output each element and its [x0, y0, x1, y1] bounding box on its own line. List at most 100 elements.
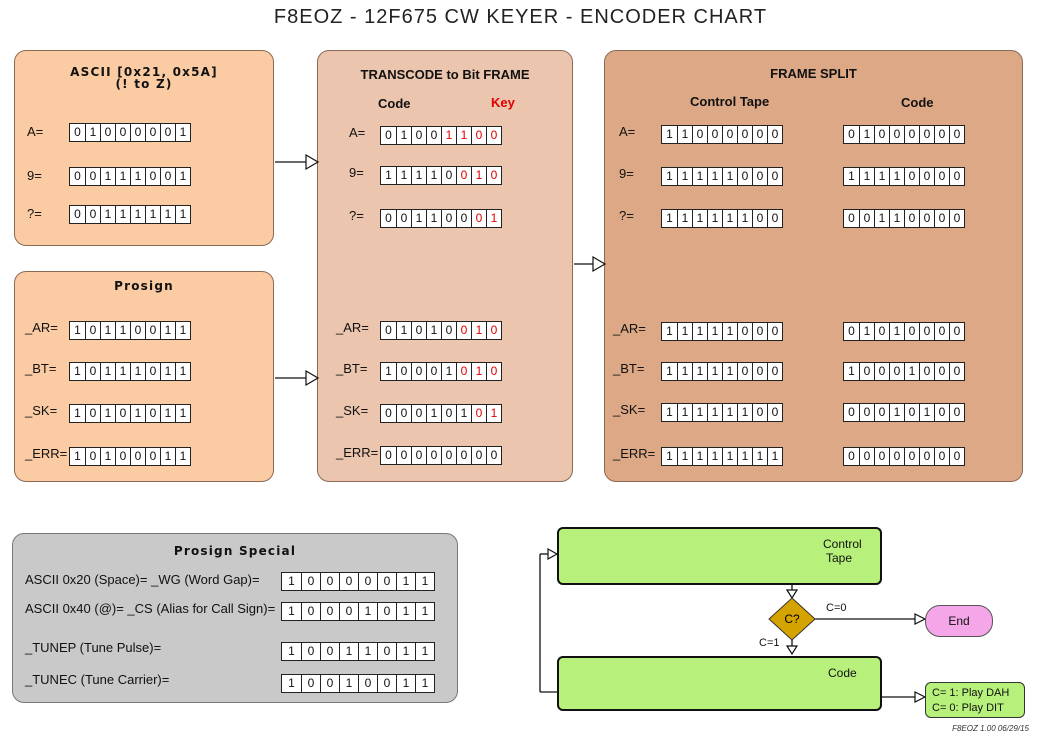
- bit-cell: 0: [722, 126, 737, 143]
- bit-cell: 0: [85, 206, 100, 223]
- bit-cell: 0: [848, 324, 855, 338]
- bit-cell: 0: [301, 573, 320, 590]
- arrow-transcode-to-split: [592, 255, 607, 273]
- bit-cell: 0: [904, 323, 919, 340]
- special-row-label: ASCII 0x20 (Space)= _WG (Word Gap)=: [25, 572, 260, 587]
- bit-cell: 1: [722, 448, 737, 465]
- bit-cell: 0: [320, 643, 339, 660]
- bit-cell: 0: [426, 447, 441, 464]
- bit-cell: 0: [456, 322, 471, 339]
- bit-cell: 1: [115, 322, 130, 339]
- bit-cell: 0: [385, 406, 392, 420]
- bit-cell: 0: [385, 128, 392, 142]
- bit-cell: 0: [74, 169, 81, 183]
- split-row-label: ?=: [619, 208, 634, 223]
- bit-cell: 0: [859, 363, 874, 380]
- bit-cell: 0: [471, 405, 486, 422]
- bit-cell: 0: [486, 322, 501, 339]
- bit-cell: 0: [471, 447, 486, 464]
- bit-cell: 1: [666, 211, 673, 225]
- bit-cell: 0: [874, 448, 889, 465]
- bit-cell: 0: [486, 447, 501, 464]
- transcode-code-header: Code: [378, 96, 411, 111]
- prosign-special-panel-title: Prosign Special: [173, 544, 297, 558]
- bit-cell: 1: [859, 168, 874, 185]
- bit-cell: 0: [767, 210, 782, 227]
- bit-cell: 1: [130, 363, 145, 380]
- special-row-label: _TUNEC (Tune Carrier)=: [25, 672, 170, 687]
- bit-cell: 0: [692, 126, 707, 143]
- bit-cell: 0: [949, 168, 964, 185]
- bit-cell: 1: [677, 168, 692, 185]
- bit-cell: 0: [919, 168, 934, 185]
- bit-cell: 1: [677, 363, 692, 380]
- bit-cell: 0: [456, 210, 471, 227]
- bit-cell: 1: [74, 364, 81, 378]
- prosign-panel: [14, 271, 274, 482]
- bit-cell: 0: [426, 363, 441, 380]
- bit-cell: 1: [100, 363, 115, 380]
- bit-cell: 1: [441, 363, 456, 380]
- frame-split-panel-title: FRAME SPLIT: [770, 66, 857, 81]
- bit-cell: 0: [130, 448, 145, 465]
- bit-cell: 1: [722, 210, 737, 227]
- bit-cell: 0: [471, 127, 486, 144]
- bit-cell: 0: [752, 363, 767, 380]
- split-row-label: A=: [619, 124, 636, 139]
- bit-cell: 1: [426, 167, 441, 184]
- bit-cell: 1: [175, 168, 190, 185]
- bit-cell: 0: [130, 322, 145, 339]
- bit-cell: 0: [377, 643, 396, 660]
- bit-cell: 0: [874, 126, 889, 143]
- bit-cell: 0: [145, 124, 160, 141]
- bit-cell: 0: [486, 363, 501, 380]
- bit-cell: 1: [385, 168, 392, 182]
- bit-cell: 1: [358, 643, 377, 660]
- bit-cell: 1: [358, 603, 377, 620]
- bit-cell: 0: [904, 168, 919, 185]
- bit-cell: 1: [160, 448, 175, 465]
- bit-cell: 0: [85, 322, 100, 339]
- prosign-row-label: _BT=: [25, 361, 57, 376]
- control-tape-label-2: Tape: [826, 551, 853, 565]
- bit-cell: 1: [426, 322, 441, 339]
- bit-cell: 0: [74, 207, 81, 221]
- bit-cell: 0: [74, 125, 81, 139]
- bit-cell: 0: [411, 127, 426, 144]
- bit-cell: 1: [692, 323, 707, 340]
- bit-cell: 0: [85, 363, 100, 380]
- bit-cell: 1: [175, 124, 190, 141]
- bit-cell: 0: [339, 573, 358, 590]
- bit-cell: 0: [949, 404, 964, 421]
- bit-cell: 1: [441, 127, 456, 144]
- bit-cell: 1: [396, 322, 411, 339]
- bit-cell: 1: [752, 448, 767, 465]
- bit-cell: 0: [377, 573, 396, 590]
- bit-cell: 1: [471, 322, 486, 339]
- bit-cell: 0: [904, 126, 919, 143]
- c0-label: C=0: [826, 602, 847, 614]
- bit-cell: 0: [411, 405, 426, 422]
- bit-cell: 1: [889, 323, 904, 340]
- bit-cell: 1: [456, 405, 471, 422]
- transcode-row-label: A=: [349, 125, 366, 140]
- bit-cell: 1: [666, 364, 673, 378]
- bit-cell: 1: [486, 210, 501, 227]
- bit-cell: 0: [767, 404, 782, 421]
- bit-cell: 0: [396, 210, 411, 227]
- bit-cell: 0: [904, 210, 919, 227]
- split-row-label: _ERR=: [613, 446, 656, 461]
- bit-cell: 1: [889, 404, 904, 421]
- bit-cell: 0: [301, 603, 320, 620]
- bit-cell: 0: [737, 363, 752, 380]
- bit-cell: 1: [100, 206, 115, 223]
- bit-cell: 0: [919, 323, 934, 340]
